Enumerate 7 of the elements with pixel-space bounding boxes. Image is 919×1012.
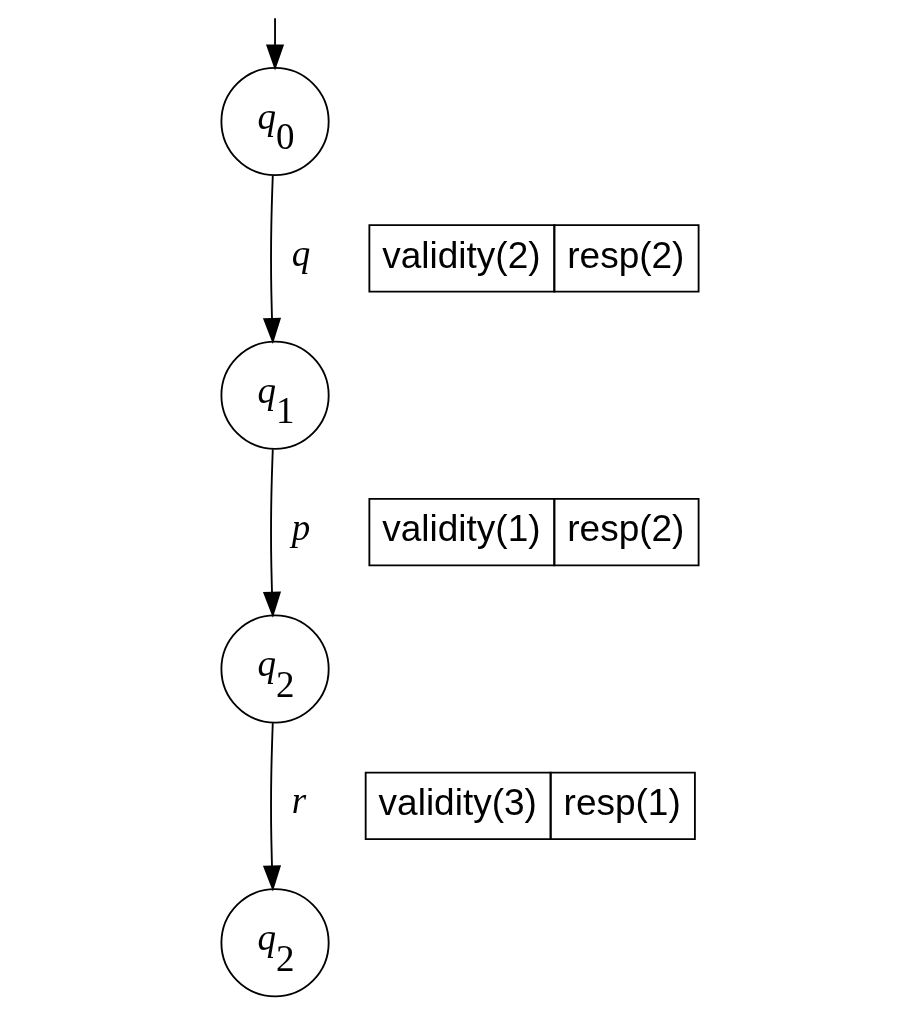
edge-label: r <box>291 779 306 821</box>
arrow <box>262 447 281 618</box>
arrow <box>262 174 281 344</box>
edge-label: q <box>291 232 310 274</box>
arrow <box>265 16 284 71</box>
edge-label: p <box>291 506 310 548</box>
arrow <box>262 721 281 891</box>
